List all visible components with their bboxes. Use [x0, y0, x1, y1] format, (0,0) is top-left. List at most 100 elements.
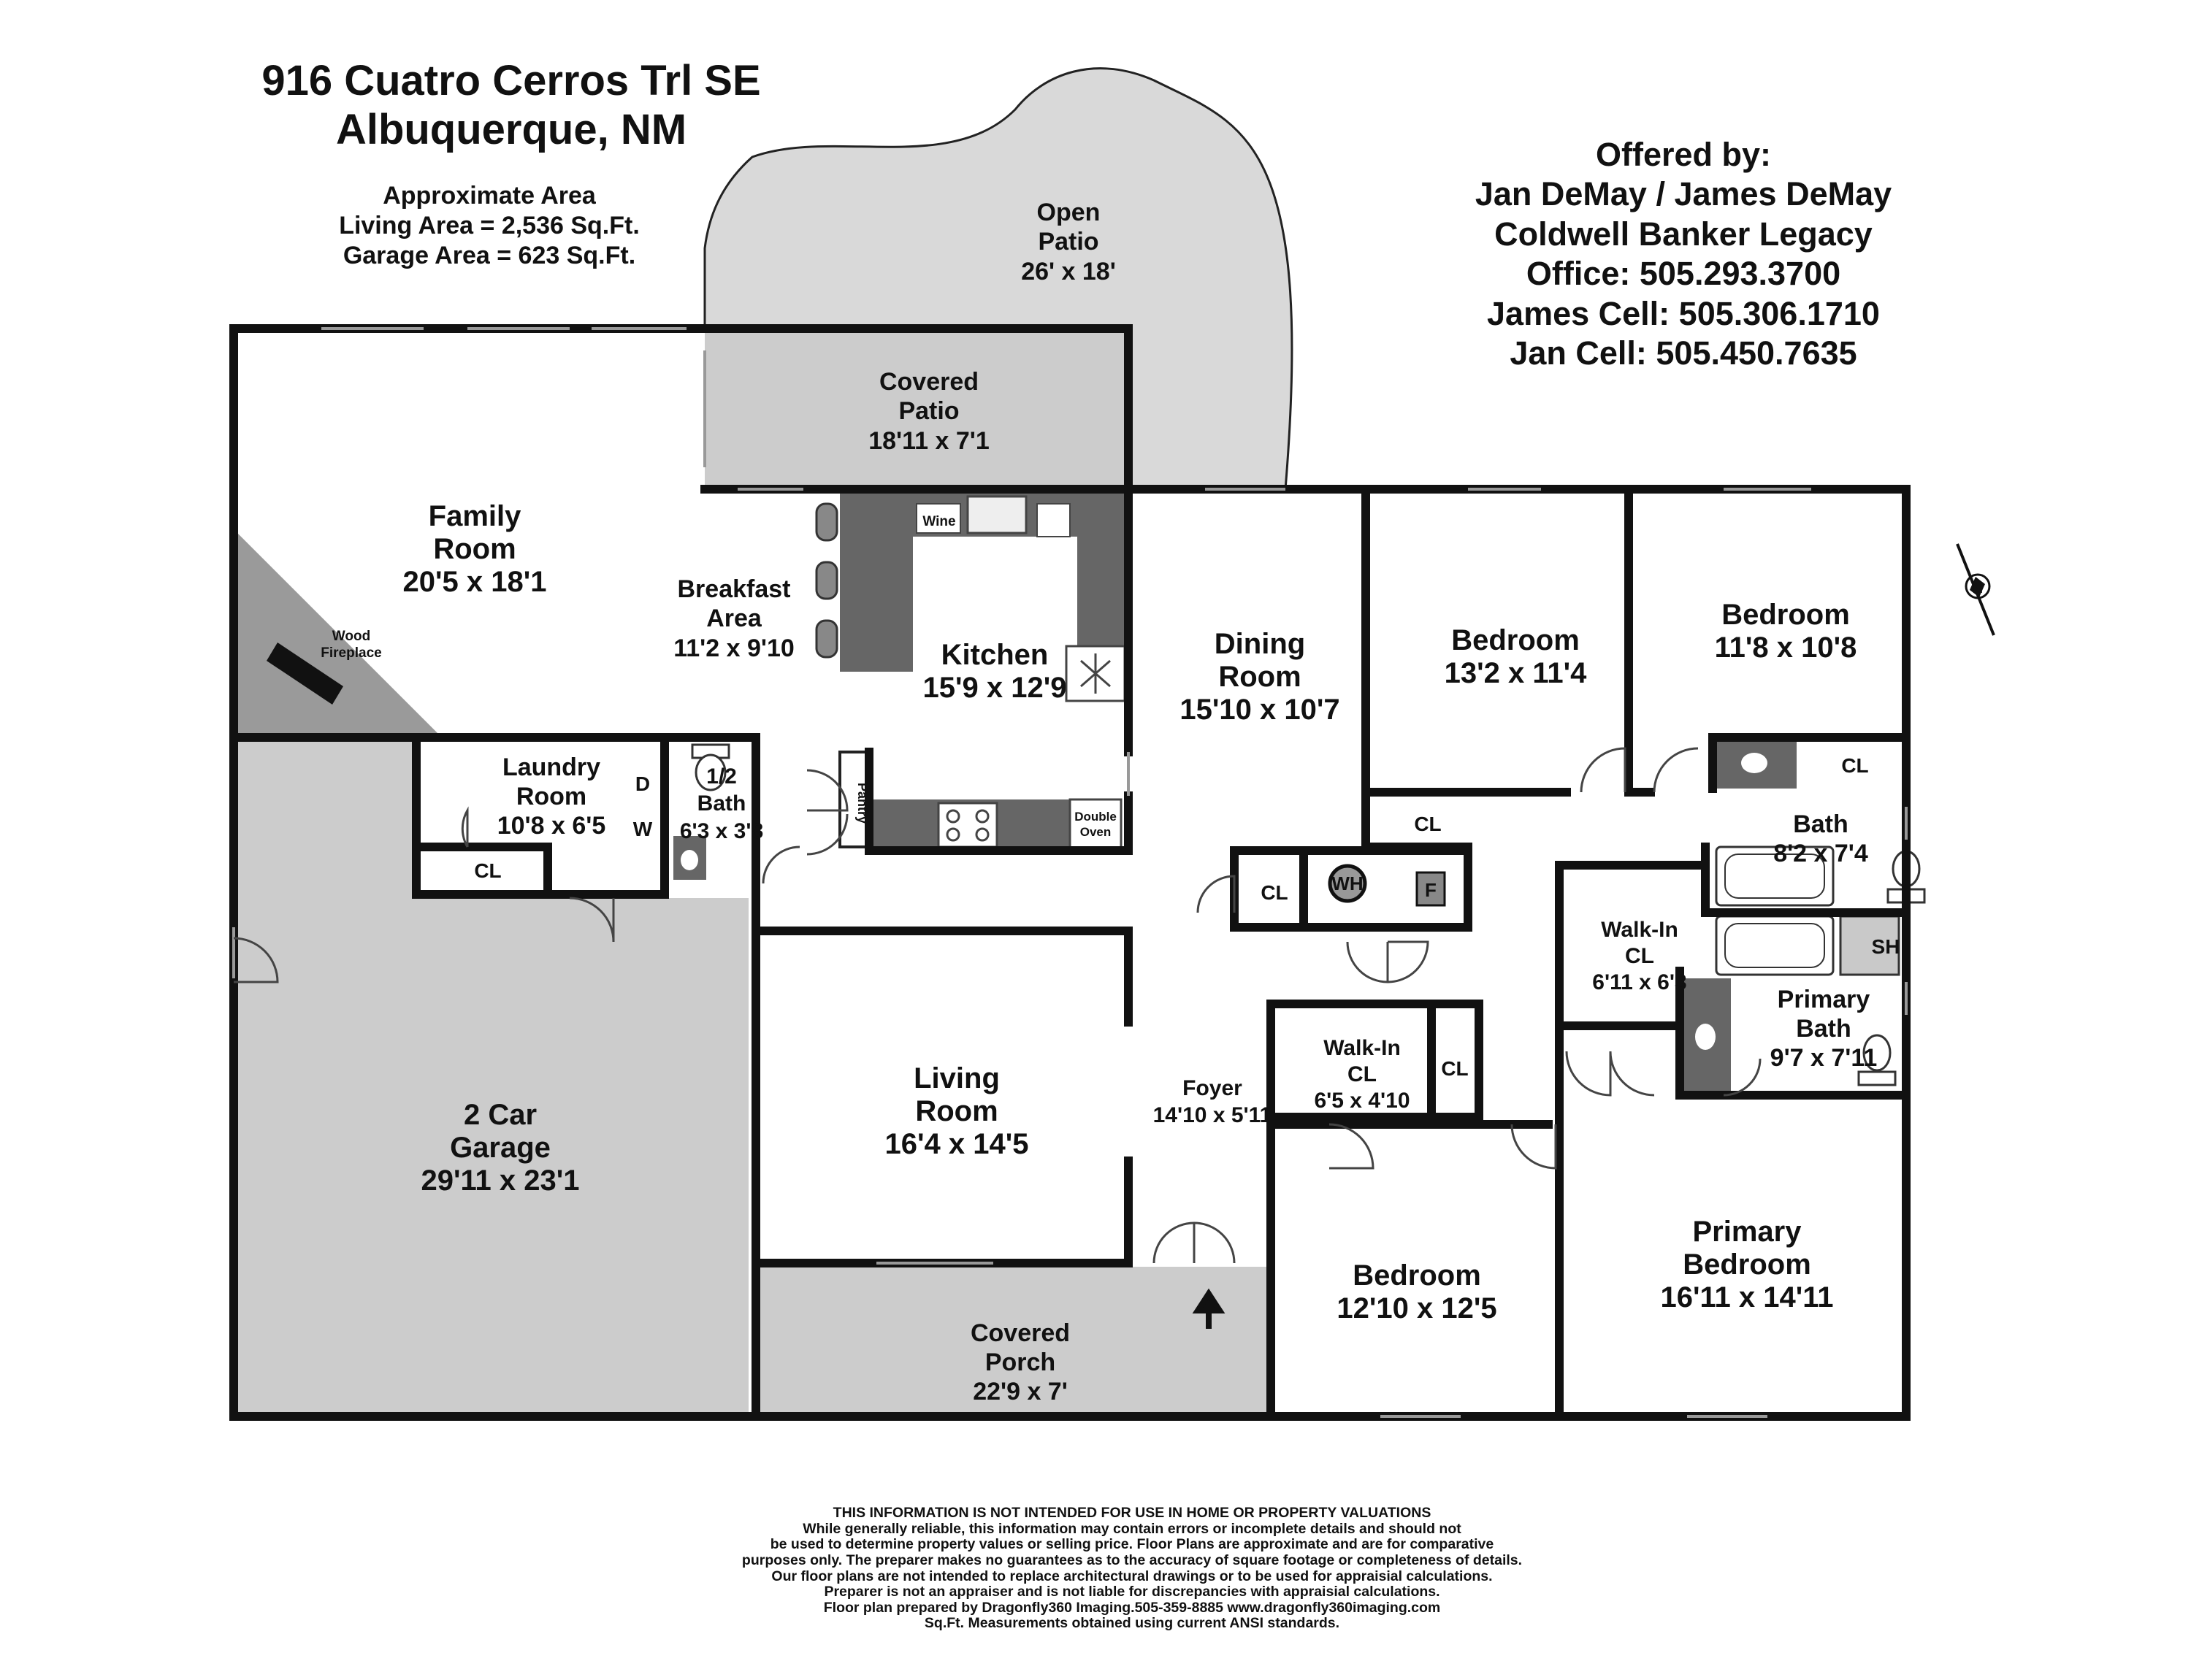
primary-bedroom-name1: Primary	[1693, 1216, 1802, 1248]
wine-fridge	[916, 503, 961, 534]
room-labels: Open Patio 26' x 18' Covered Patio 18'11…	[403, 199, 1878, 1405]
family-room-dims: 20'5 x 18'1	[403, 566, 547, 598]
north-wall-main	[700, 485, 1911, 1421]
half-bath-sink	[681, 850, 698, 870]
wood-fireplace-label-1: Wood	[332, 629, 370, 644]
north-label: N	[1973, 580, 1983, 597]
fireplace-hearth	[234, 529, 442, 737]
family-room-name2: Room	[433, 533, 516, 565]
porch-wall	[752, 1262, 1275, 1421]
dining-room-dims: 15'10 x 10'7	[1179, 694, 1339, 726]
walls	[229, 324, 1911, 1421]
open-patio-name1: Open	[1037, 199, 1101, 226]
disclaimer: THIS INFORMATION IS NOT INTENDED FOR USE…	[621, 1505, 1643, 1632]
disclaimer-line-2: While generally reliable, this informati…	[803, 1520, 1461, 1537]
living-room-name2: Room	[915, 1095, 998, 1127]
disclaimer-line-5: Our floor plans are not intended to repl…	[771, 1568, 1493, 1584]
breakfast-area-dims: 11'2 x 9'10	[673, 634, 795, 662]
walk-in-cl-1-dims: 6'11 x 6'3	[1592, 970, 1686, 994]
disclaimer-line-1: THIS INFORMATION IS NOT INTENDED FOR USE…	[833, 1505, 1431, 1521]
laundry-closet-label: CL	[474, 859, 501, 882]
brokerage: Coldwell Banker Legacy	[1494, 215, 1873, 253]
foyer-name: Foyer	[1182, 1076, 1242, 1100]
covered-porch-name2: Porch	[985, 1349, 1055, 1376]
breakfast-stools	[815, 502, 838, 659]
hall-bath-sink	[1741, 753, 1767, 773]
covered-patio-area	[705, 329, 1128, 489]
bedroom-2-name: Bedroom	[1451, 624, 1580, 656]
laundry-walls	[412, 733, 669, 899]
wood-fireplace-label-2: Fireplace	[321, 645, 381, 661]
primary-bath-sink	[1695, 1024, 1716, 1050]
covered-patio-wall	[700, 324, 1133, 494]
covered-porch-dims: 22'9 x 7'	[973, 1378, 1068, 1405]
laundry-room-dims: 10'8 x 6'5	[497, 812, 606, 840]
dining-room-name1: Dining	[1215, 628, 1305, 660]
address-line-2: Albuquerque, NM	[335, 105, 687, 153]
double-oven-label-1: Double	[1074, 810, 1117, 824]
open-patio-area	[703, 67, 1293, 491]
bedroom-4-dims: 12'10 x 12'5	[1337, 1292, 1496, 1324]
jan-cell: Jan Cell: 505.450.7635	[1510, 334, 1857, 372]
dryer-label: D	[635, 772, 650, 795]
water-heater-label: WH	[1331, 872, 1363, 894]
kitchen-walls	[865, 485, 1133, 855]
kitchen-name: Kitchen	[941, 639, 1049, 671]
bedroom-4-name: Bedroom	[1353, 1259, 1481, 1292]
kitchen-dims: 15'9 x 12'9	[923, 672, 1067, 704]
covered-patio-name2: Patio	[898, 397, 959, 425]
cooktop-burners	[946, 809, 990, 842]
walk-in-cl-1-name1: Walk-In	[1601, 918, 1678, 942]
disclaimer-line-4: purposes only. The preparer makes no gua…	[741, 1551, 1523, 1568]
open-patio-name2: Patio	[1038, 228, 1098, 256]
garage-area: Garage Area = 623 Sq.Ft.	[343, 241, 636, 269]
garage-dims: 29'11 x 23'1	[421, 1165, 579, 1197]
covered-patio-dims: 18'11 x 7'1	[868, 427, 990, 455]
half-bath-toilet	[691, 743, 730, 791]
kitchen-sink	[966, 495, 1028, 534]
bedroom-3-dims: 11'8 x 10'8	[1715, 632, 1857, 664]
walk-in-cl-2-dims: 6'5 x 4'10	[1314, 1089, 1410, 1113]
disclaimer-line-3: be used to determine property values or …	[770, 1536, 1494, 1553]
agent-names: Jan DeMay / James DeMay	[1475, 175, 1892, 213]
furnace-label: F	[1425, 879, 1437, 901]
bedroom3-closet-label: CL	[1841, 754, 1868, 777]
entry-arrow-icon	[1192, 1288, 1225, 1329]
laundry-room-name1: Laundry	[502, 753, 600, 781]
hall-bath-tub	[1715, 845, 1835, 907]
half-bath-dims: 6'3 x 3'8	[680, 819, 763, 843]
windows	[232, 327, 1908, 1418]
bedroom3-walls	[1624, 733, 1911, 797]
hall-closet-label: CL	[1261, 881, 1288, 904]
primary-bedroom-name2: Bedroom	[1683, 1249, 1811, 1281]
fridge-icon	[1080, 653, 1111, 694]
garage-name1: 2 Car	[464, 1099, 537, 1131]
fireplace-box	[267, 643, 343, 705]
bedroom-3-name: Bedroom	[1721, 599, 1850, 631]
wine-label: Wine	[922, 514, 955, 529]
office-phone: Office: 505.293.3700	[1526, 255, 1841, 293]
cooktop	[937, 802, 998, 848]
disclaimer-line-6: Preparer is not an appraiser and is not …	[824, 1584, 1440, 1600]
furnace	[1415, 871, 1446, 907]
bath-dims: 8'2 x 7'4	[1773, 840, 1868, 867]
garage-area-fill	[234, 737, 749, 1416]
living-area: Living Area = 2,536 Sq.Ft.	[339, 211, 640, 239]
covered-patio-name1: Covered	[879, 368, 979, 396]
half-bath-name2: Bath	[697, 791, 746, 816]
shower-label: SH	[1872, 935, 1900, 958]
breakfast-area-name2: Area	[706, 605, 762, 632]
address-line-1: 916 Cuatro Cerros Trl SE	[261, 57, 761, 104]
dishwasher	[1036, 503, 1071, 537]
disclaimer-line-8: Sq.Ft. Measurements obtained using curre…	[924, 1615, 1340, 1632]
living-room-dims: 16'4 x 14'5	[885, 1128, 1029, 1160]
double-oven-label-2: Oven	[1080, 825, 1112, 839]
dining-room-name2: Room	[1218, 661, 1301, 693]
door-swings	[233, 747, 1762, 1264]
walk-in-cl-1-name2: CL	[1625, 944, 1654, 968]
property-address: 916 Cuatro Cerros Trl SE Albuquerque, NM	[226, 57, 796, 154]
open-patio-dims: 26' x 18'	[1021, 258, 1116, 285]
living-room-name1: Living	[914, 1062, 1000, 1094]
hall-bath-tub-inner	[1724, 854, 1825, 899]
